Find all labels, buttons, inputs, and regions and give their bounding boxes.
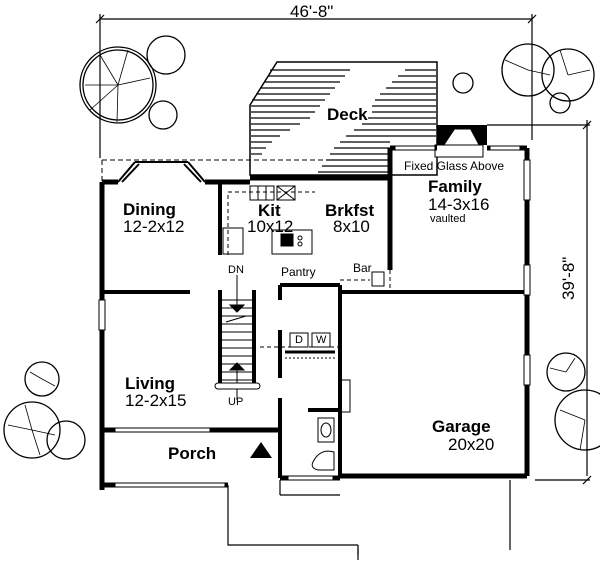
garage-size: 20x20	[448, 435, 495, 454]
living-room-size: 12-2x15	[125, 391, 187, 410]
kitchen-name: Kit	[258, 201, 281, 220]
washer-label: W	[316, 334, 327, 346]
garage-name: Garage	[432, 417, 491, 436]
dimension-lines	[95, 14, 592, 485]
family-room-size: 14-3x16	[428, 195, 490, 214]
driveway	[227, 480, 511, 560]
stairs	[214, 275, 261, 400]
family-room-name: Family	[428, 177, 482, 196]
fixed-glass-note: Fixed Glass Above	[404, 159, 505, 173]
stairs-down-label: DN	[228, 264, 244, 276]
family-room-note: vaulted	[430, 213, 466, 225]
porch	[250, 442, 272, 458]
bay-window	[117, 161, 206, 183]
stairs-up-label: UP	[228, 396, 244, 408]
breakfast-size: 8x10	[333, 217, 370, 236]
dining-room-size: 12-2x12	[123, 217, 185, 236]
living-room-name: Living	[125, 374, 176, 393]
utility-fixtures	[260, 270, 391, 471]
kitchen-size: 10x12	[247, 217, 294, 236]
deck-label: Deck	[327, 105, 368, 124]
overall-width-dimension: 46'-8"	[290, 2, 334, 21]
fireplace	[434, 125, 487, 158]
windows	[98, 145, 531, 488]
trees	[3, 35, 600, 460]
porch-name: Porch	[168, 444, 217, 463]
dining-room-name: Dining	[123, 200, 176, 219]
bar-label: Bar	[353, 261, 372, 275]
breakfast-name: Brkfst	[325, 201, 375, 220]
pantry-label: Pantry	[281, 265, 316, 279]
roof-line	[101, 159, 390, 182]
kitchen-counters	[222, 185, 315, 255]
overall-depth-dimension: 39'-8"	[559, 256, 578, 300]
dryer-label: D	[295, 334, 303, 346]
